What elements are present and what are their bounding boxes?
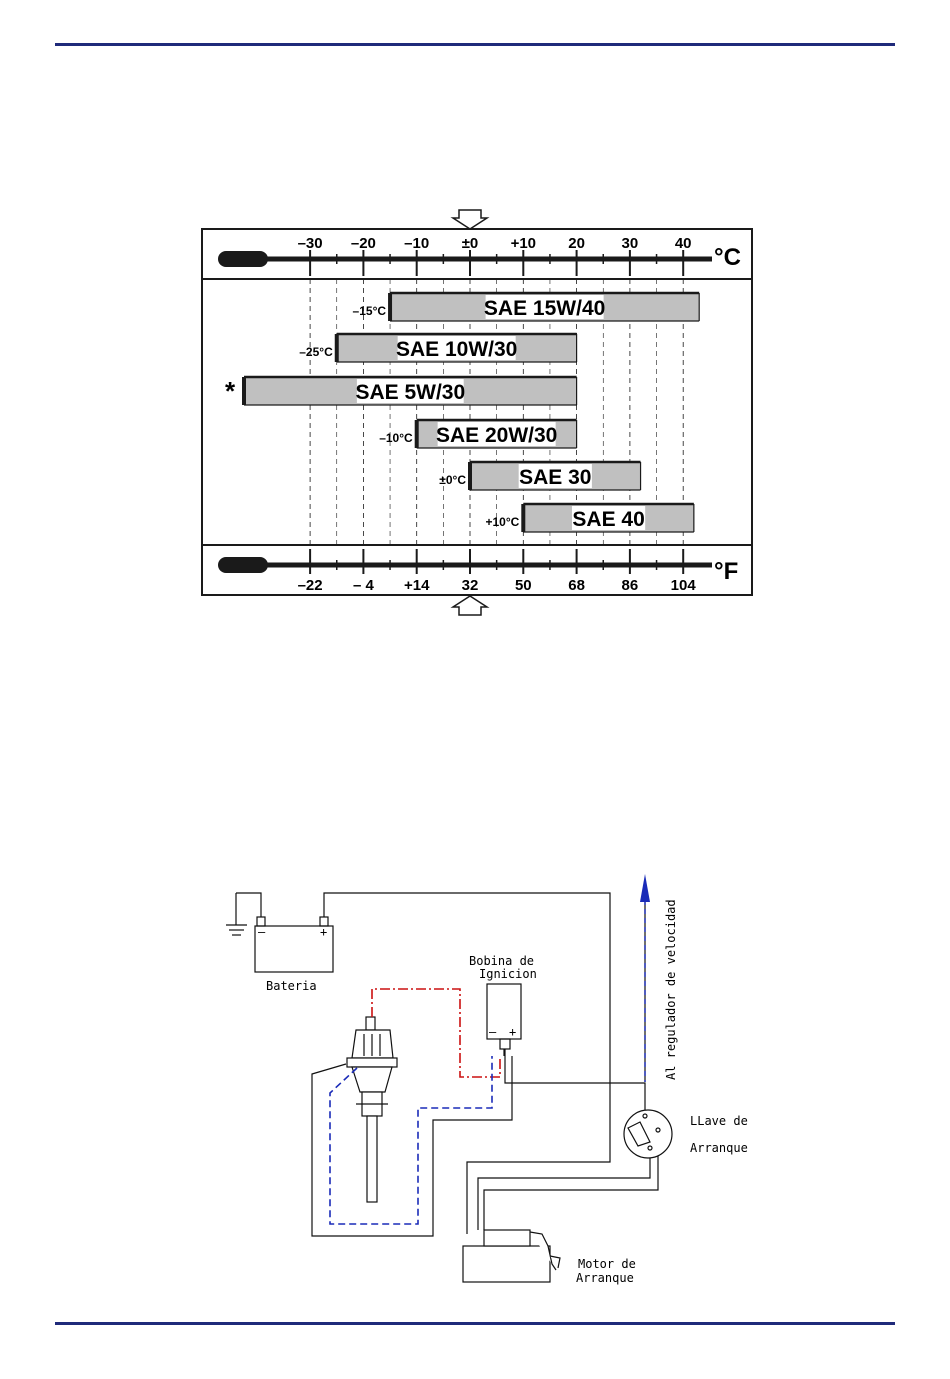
coil-minus: – [489, 1025, 497, 1039]
starter-label-line2: Arranque [576, 1271, 634, 1285]
battery-label: Bateria [266, 979, 317, 993]
distributor [347, 1017, 397, 1202]
starter-label-line1: Motor de [578, 1257, 636, 1271]
battery-minus: – [258, 925, 266, 939]
ignition-coil [487, 984, 521, 1056]
battery [236, 893, 610, 1234]
battery-plus: + [320, 925, 327, 939]
bottom-rule [55, 1322, 895, 1325]
coil-label-line1: Bobina de [469, 954, 534, 968]
blue-signal-wire [330, 1056, 492, 1224]
coil-plus: + [509, 1025, 516, 1039]
key-label-line2: Arranque [690, 1141, 748, 1155]
ground-icon [226, 893, 247, 935]
starter-motor [463, 1230, 560, 1282]
coil-label-line2: Ignicion [479, 967, 537, 981]
key-label-line1: LLave de [690, 1114, 748, 1128]
speed-regulator-label: Al regulador de velocidad [664, 899, 678, 1080]
ignition-key-icon [624, 1110, 672, 1158]
